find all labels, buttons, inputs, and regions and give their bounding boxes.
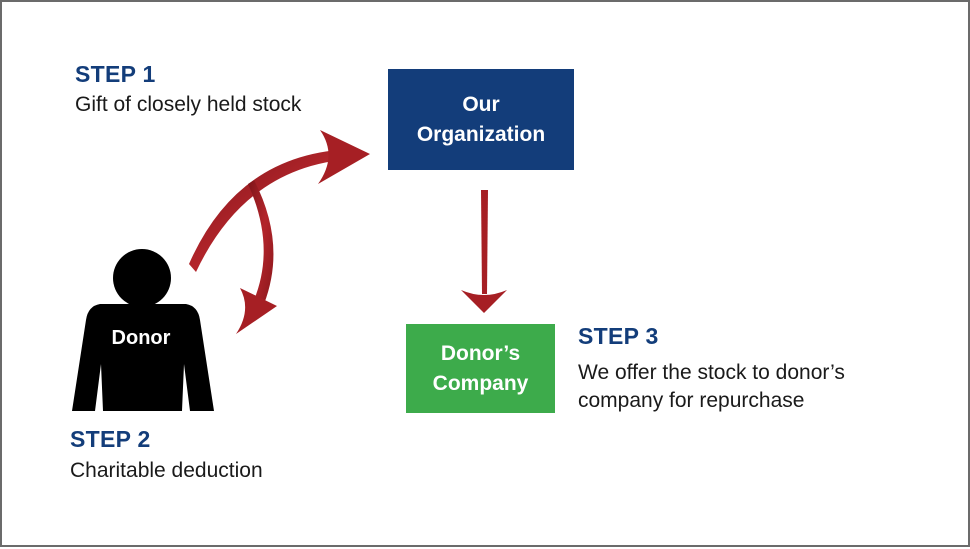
step-3-description-line-2: company for repurchase [578, 389, 805, 412]
step-2-title: STEP 2 [70, 426, 151, 452]
organization-box: Our Organization [388, 69, 574, 170]
step-3-description-line-1: We offer the stock to donor’s [578, 361, 845, 384]
donor-label: Donor [111, 327, 171, 349]
arrow-organization-to-company [461, 190, 507, 313]
step-1-description: Gift of closely held stock [75, 93, 302, 116]
company-label-line-1: Donor’s [440, 341, 521, 365]
arrow-donor-to-organization [189, 130, 370, 272]
step-3-description: We offer the stock to donor’s company fo… [578, 359, 845, 415]
step-1-title: STEP 1 [75, 61, 156, 87]
arrow-organization-to-donor [236, 180, 277, 334]
company-label-line-2: Company [432, 371, 529, 395]
step-2-description: Charitable deduction [70, 459, 263, 482]
organization-label-line-1: Our [462, 92, 500, 116]
donor-silhouette-icon [72, 249, 214, 411]
step-3-title: STEP 3 [578, 323, 659, 349]
organization-label-line-2: Organization [416, 122, 546, 146]
company-box: Donor’s Company [406, 324, 555, 413]
